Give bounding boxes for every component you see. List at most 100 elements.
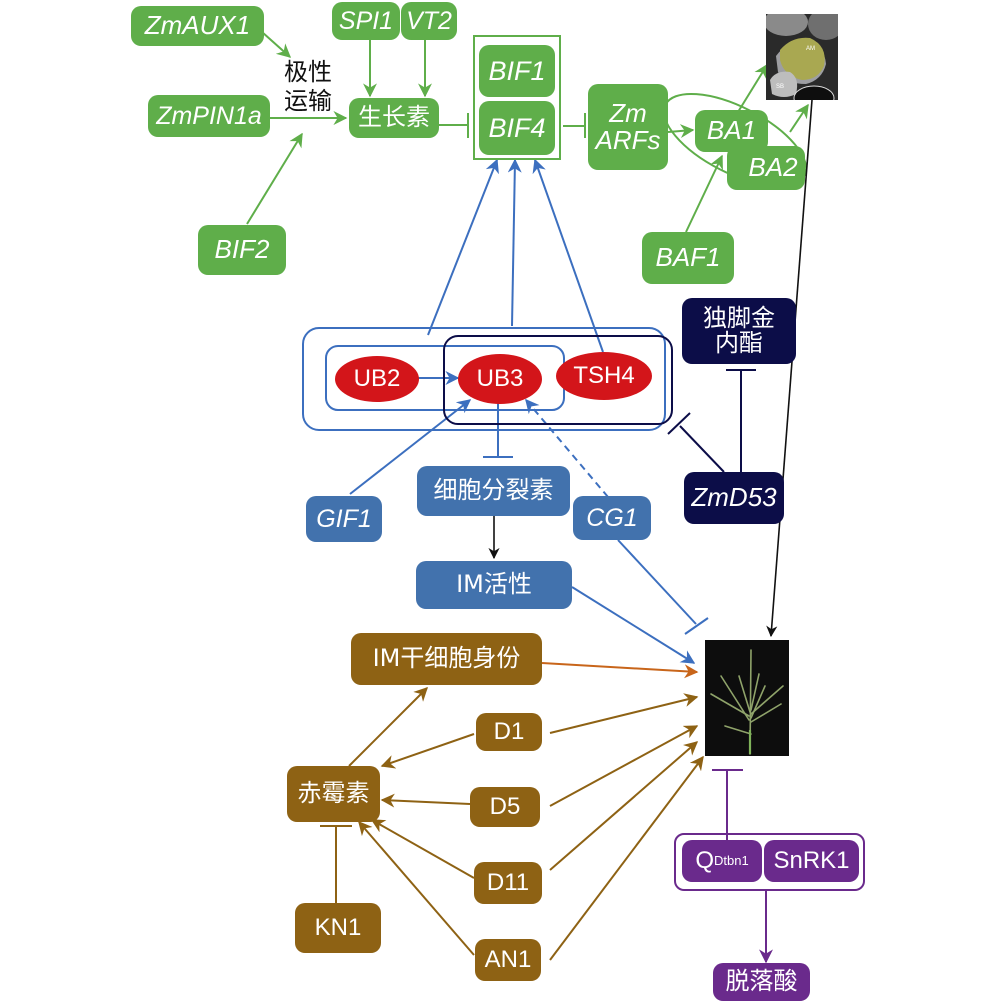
node-label: 细胞分裂素: [433, 476, 554, 505]
node-ub3: UB3: [458, 354, 542, 404]
node-label: 赤霉素: [297, 779, 370, 808]
node-d11: D11: [474, 862, 542, 904]
node-snrk1: SnRK1: [764, 840, 859, 882]
edge-cg1-to-ub3: [525, 398, 609, 498]
node-im-activity: IM活性: [416, 561, 572, 609]
node-ba1: BA1: [695, 110, 768, 152]
edge-ba-to-sem-2: [789, 103, 809, 133]
node-label: SPI1: [338, 6, 394, 35]
node-label: 脱落酸: [725, 967, 798, 996]
edge-an1-to-gibberellin: [358, 820, 475, 956]
qdtbn1-snrk1-group-frame: [674, 833, 865, 891]
edge-d5-to-gibberellin: [380, 793, 471, 808]
node-label: D1: [493, 718, 525, 746]
edge-zmd53-inhibit-bar: [667, 412, 691, 435]
meristem-sem-graphic: AM SB: [766, 14, 838, 100]
edge-zmd53-inhibits-group: [679, 425, 725, 473]
edge-sem-to-tassel: [766, 99, 813, 638]
node-label: IM活性: [456, 570, 532, 599]
node-zmaux1: ZmAUX1: [131, 6, 264, 46]
node-label: SnRK1: [773, 847, 850, 875]
node-d1: D1: [476, 713, 542, 751]
node-vt2: VT2: [401, 2, 457, 40]
edge-cg1-inhibits-tassel: [617, 539, 697, 625]
node-label: KN1: [314, 914, 362, 942]
node-kn1: KN1: [295, 903, 381, 953]
node-ba2: BA2: [727, 146, 805, 190]
node-strigolactone: 独脚金 内酯: [682, 298, 796, 364]
tassel-graphic: [705, 640, 789, 756]
edge-cg1-inhibit-bar: [684, 617, 709, 635]
node-tsh4: TSH4: [556, 352, 652, 400]
label-polar-transport: 极性 运输: [276, 58, 340, 116]
node-im-stem-cell-identity: IM干细胞身份: [351, 633, 542, 685]
group-frame-ub3-tsh4: [443, 335, 673, 425]
node-zmd53: ZmD53: [684, 472, 784, 524]
node-label: UB2: [353, 365, 401, 393]
node-label-line1: 独脚金: [703, 303, 775, 332]
node-auxin: 生长素: [349, 98, 439, 138]
node-label: GIF1: [316, 504, 372, 533]
node-cytokinin: 细胞分裂素: [417, 466, 570, 516]
label-polar-transport-line1: 极性: [284, 58, 332, 86]
node-label: ZmPIN1a: [156, 101, 262, 130]
node-label-line2: ARFs: [595, 125, 661, 155]
node-label-line1: Zm: [609, 97, 647, 128]
edge-d5-to-tassel: [549, 725, 699, 807]
node-bif2: BIF2: [198, 225, 286, 275]
node-d5: D5: [470, 787, 540, 827]
edge-d11-to-gibberellin: [370, 819, 475, 879]
edge-an1-to-tassel: [549, 755, 704, 961]
node-gif1: GIF1: [306, 496, 382, 542]
edge-tsh4-to-bif4: [532, 158, 604, 353]
tassel-photo: [705, 640, 789, 756]
node-label: VT2: [406, 6, 452, 35]
bif-group-frame: [473, 35, 561, 160]
node-an1: AN1: [475, 939, 541, 981]
edge-d11-to-tassel: [549, 741, 699, 871]
edge-group-to-bif4-left: [427, 158, 499, 336]
edge-d1-to-gibberellin: [380, 733, 475, 769]
node-gibberellin: 赤霉素: [287, 766, 380, 822]
node-cg1: CG1: [573, 496, 651, 540]
node-label: BAF1: [655, 242, 721, 273]
node-label: 生长素: [358, 103, 430, 132]
node-label: UB3: [476, 365, 524, 393]
node-label: ZmD53: [691, 482, 777, 513]
edge-d1-to-tassel: [549, 693, 699, 734]
node-label: AN1: [484, 946, 532, 974]
edge-ba-to-sem-1: [737, 63, 768, 113]
node-label-base: Q: [695, 847, 714, 875]
node-label: BIF4: [488, 112, 546, 143]
edge-bif2-to-transport: [246, 132, 303, 225]
node-label: BIF1: [488, 55, 546, 86]
edge-im-identity-to-tassel: [541, 662, 699, 679]
sem-label-am: AM: [806, 46, 815, 52]
node-zmarfs: Zm ARFs: [588, 84, 668, 170]
node-label: D5: [489, 793, 521, 821]
node-abscisic-acid: 脱落酸: [713, 963, 810, 1001]
node-bif4: BIF4: [479, 101, 555, 155]
edge-im-activity-to-tassel: [571, 586, 696, 664]
node-label-superscript: Dtbn1: [713, 853, 749, 869]
label-polar-transport-line2: 运输: [284, 86, 332, 115]
node-ub2: UB2: [335, 356, 419, 402]
edge-zmaux1-to-transport: [261, 31, 292, 58]
node-label: BIF2: [214, 234, 270, 265]
node-label: BA2: [748, 152, 798, 183]
edge-gif1-to-ub3: [349, 399, 472, 495]
node-baf1: BAF1: [642, 232, 734, 284]
node-label-line2: 内酯: [715, 329, 763, 357]
node-label: IM干细胞身份: [372, 644, 521, 673]
edge-baf1-to-ba1: [685, 154, 723, 233]
node-spi1: SPI1: [332, 2, 400, 40]
node-bif1: BIF1: [479, 45, 555, 97]
edge-group-to-bif4-mid: [507, 158, 522, 327]
node-label: TSH4: [573, 362, 635, 390]
meristem-sem-image: AM SB: [766, 14, 838, 100]
node-label: ZmAUX1: [144, 10, 251, 41]
sem-label-sb: SB: [776, 84, 784, 90]
node-zmpin1a: ZmPIN1a: [148, 95, 270, 137]
node-label: CG1: [586, 503, 638, 532]
